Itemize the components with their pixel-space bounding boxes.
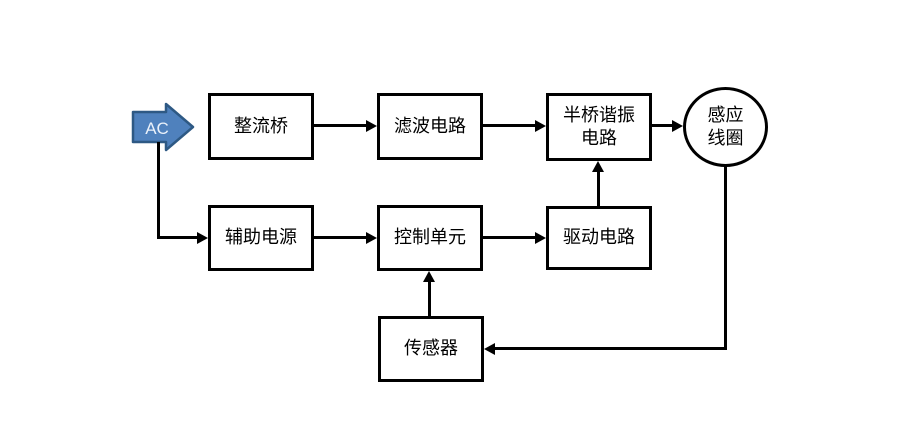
edge-auxpower-control-arrowhead [366, 232, 377, 244]
edge-coil-sensor-vline [724, 165, 727, 350]
node-half-bridge-label-line2: 电路 [581, 128, 617, 148]
node-coil-label-line1: 感应 [707, 104, 744, 125]
edge-sensor-control-arrowhead [423, 271, 435, 282]
edge-drive-halfbridge-line [597, 172, 600, 206]
edge-coil-sensor-hline [495, 347, 727, 350]
edge-ac-auxpower-vline [157, 142, 160, 239]
node-control-unit: 控制单元 [377, 205, 483, 271]
ac-label: AC [145, 119, 169, 138]
edge-coil-sensor-arrowhead [484, 343, 495, 355]
node-coil-label-line2: 线圈 [707, 128, 744, 148]
node-induction-coil: 感应 线圈 [683, 87, 768, 167]
node-sensor-label: 传感器 [404, 338, 458, 359]
edge-filter-halfbridge-line [483, 124, 535, 127]
edge-sensor-control-line [428, 282, 431, 316]
edge-ac-auxpower-hline [157, 236, 197, 239]
edge-rectifier-filter-arrowhead [366, 120, 377, 132]
node-filter-circuit: 滤波电路 [377, 93, 483, 160]
edge-drive-halfbridge-arrowhead [592, 161, 604, 172]
edge-halfbridge-coil-arrowhead [672, 120, 683, 132]
ac-input-arrow-icon: AC [131, 102, 195, 152]
node-drive-label: 驱动电路 [563, 227, 635, 248]
edge-control-drive-line [483, 236, 535, 239]
node-half-bridge-label-line1: 半桥谐振 [563, 104, 635, 125]
node-control-label: 控制单元 [394, 227, 466, 248]
edge-ac-auxpower-arrowhead [197, 232, 208, 244]
edge-auxpower-control-line [314, 236, 366, 239]
edge-rectifier-filter-line [314, 124, 366, 127]
node-auxiliary-power: 辅助电源 [208, 205, 314, 271]
node-aux-power-label: 辅助电源 [225, 227, 297, 248]
node-rectifier-label: 整流桥 [234, 115, 288, 136]
node-filter-label: 滤波电路 [394, 115, 466, 136]
node-sensor: 传感器 [378, 316, 484, 382]
edge-halfbridge-coil-line [652, 124, 672, 127]
node-drive-circuit: 驱动电路 [546, 206, 652, 270]
edge-control-drive-arrowhead [535, 232, 546, 244]
edge-filter-halfbridge-arrowhead [535, 120, 546, 132]
node-rectifier: 整流桥 [208, 93, 314, 160]
node-half-bridge-resonant-circuit: 半桥谐振 电路 [546, 93, 652, 161]
